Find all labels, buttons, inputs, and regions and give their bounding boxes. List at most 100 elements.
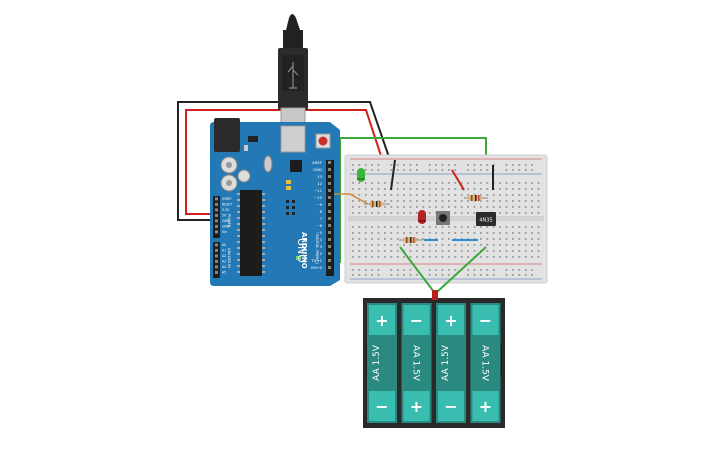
breadboard-hole <box>467 256 469 258</box>
green-wire-battery-1[interactable] <box>399 246 435 293</box>
usb-port[interactable] <box>280 125 306 153</box>
breadboard-hole <box>467 169 469 171</box>
power-pin[interactable] <box>215 230 218 234</box>
breadboard-hole <box>422 256 425 258</box>
battery-polarity-top: + <box>375 311 388 330</box>
analog-pin[interactable] <box>215 254 218 258</box>
breadboard-hole <box>499 212 501 214</box>
breadboard-hole <box>467 238 469 240</box>
breadboard-hole <box>416 206 418 208</box>
red-jumper[interactable] <box>451 169 465 191</box>
resistor-3[interactable] <box>464 195 488 201</box>
power-pin[interactable] <box>215 224 218 228</box>
digital-pin[interactable] <box>328 231 331 234</box>
power-pin[interactable] <box>215 202 218 206</box>
breadboard-hole <box>396 164 399 166</box>
breadboard-hole <box>486 182 489 184</box>
digital-pin[interactable] <box>328 245 331 248</box>
breadboard-hole <box>518 212 521 214</box>
analog-pin[interactable] <box>215 248 218 252</box>
digital-pin[interactable] <box>328 182 331 185</box>
breadboard-hole <box>364 226 367 228</box>
breadboard-hole <box>486 194 489 196</box>
breadboard-hole <box>377 200 380 202</box>
breadboard-hole <box>499 226 501 228</box>
analog-pin[interactable] <box>215 265 218 269</box>
breadboard-hole <box>524 200 527 202</box>
digital-pin[interactable] <box>328 266 331 269</box>
digital-pin[interactable] <box>328 259 331 262</box>
breadboard-hole <box>537 188 540 190</box>
breadboard-hole <box>377 244 380 246</box>
digital-pin[interactable] <box>328 196 331 199</box>
breadboard-hole <box>537 226 540 228</box>
breadboard-hole <box>396 212 399 214</box>
breadboard-hole <box>422 250 425 252</box>
digital-pin[interactable] <box>328 203 331 206</box>
breadboard-hole <box>441 250 444 252</box>
red-led[interactable] <box>418 210 426 224</box>
resistor-2[interactable] <box>399 237 423 243</box>
battery-cell[interactable]: +−AA 1.5V <box>367 303 397 423</box>
breadboard-hole <box>512 256 514 258</box>
breadboard-hole <box>454 188 457 190</box>
power-pin[interactable] <box>215 219 218 223</box>
breadboard-hole <box>505 188 508 190</box>
usb-cable[interactable] <box>278 14 308 141</box>
power-pin[interactable] <box>215 197 218 201</box>
arduino-uno-board[interactable]: ARDUINO UNO DIGITAL (PWM~) POWER ANALOG … <box>210 118 340 286</box>
breadboard-hole <box>352 200 354 202</box>
orange-wire[interactable] <box>334 193 369 205</box>
power-header[interactable] <box>213 196 220 238</box>
battery-pack[interactable]: +−AA 1.5V−+AA 1.5V+−AA 1.5V−+AA 1.5V <box>363 290 505 428</box>
digital-pin[interactable] <box>328 238 331 241</box>
power-pin-label: GND <box>222 219 230 223</box>
power-pin[interactable] <box>215 213 218 217</box>
breadboard-hole <box>505 250 508 252</box>
analog-pin[interactable] <box>215 270 218 274</box>
black-jumper-1[interactable] <box>390 159 396 191</box>
digital-pin[interactable] <box>328 189 331 192</box>
breadboard-hole <box>460 238 463 240</box>
breadboard-hole <box>448 238 450 240</box>
power-pin[interactable] <box>215 208 218 212</box>
digital-pin[interactable] <box>328 217 331 220</box>
arduino-power-header-label: POWER <box>227 214 231 228</box>
digital-pin[interactable] <box>328 168 331 171</box>
power-pin-label: Vin <box>222 230 227 234</box>
breadboard-hole <box>505 200 508 202</box>
breadboard-hole <box>518 200 521 202</box>
power-jack[interactable] <box>214 118 240 152</box>
analog-pin[interactable] <box>215 259 218 263</box>
breadboard-hole <box>531 182 533 184</box>
green-wire-battery-2[interactable] <box>436 246 487 293</box>
resistor-1[interactable] <box>364 201 390 207</box>
analog-pin[interactable] <box>215 243 218 247</box>
pushbutton[interactable] <box>436 211 450 225</box>
breadboard-hole <box>390 274 393 276</box>
breadboard-hole <box>352 232 354 234</box>
breadboard-hole <box>524 194 527 196</box>
digital-pin[interactable] <box>328 175 331 178</box>
breadboard-hole <box>377 238 380 240</box>
digital-pin[interactable] <box>328 224 331 227</box>
red-wire-5v[interactable] <box>185 109 385 215</box>
breadboard-hole <box>396 244 399 246</box>
optocoupler-ic[interactable]: 4N35 <box>476 212 496 226</box>
arduino-model-label: UNO <box>295 238 308 263</box>
breadboard-hole <box>524 206 527 208</box>
breadboard-hole <box>358 238 361 240</box>
digital-pin[interactable] <box>328 210 331 213</box>
breadboard-hole <box>454 182 457 184</box>
black-wire-gnd[interactable] <box>177 101 391 221</box>
battery-cell[interactable]: −+AA 1.5V <box>401 303 432 423</box>
battery-cell[interactable]: −+AA 1.5V <box>470 303 501 423</box>
digital-pin[interactable] <box>328 161 331 164</box>
battery-cell[interactable]: +−AA 1.5V <box>436 303 466 423</box>
breadboard-hole <box>403 188 405 190</box>
breadboard-hole <box>416 194 418 196</box>
breadboard-hole <box>409 256 412 258</box>
digital-pin[interactable] <box>328 252 331 255</box>
green-led[interactable] <box>357 168 365 182</box>
breadboard-hole <box>486 200 489 202</box>
